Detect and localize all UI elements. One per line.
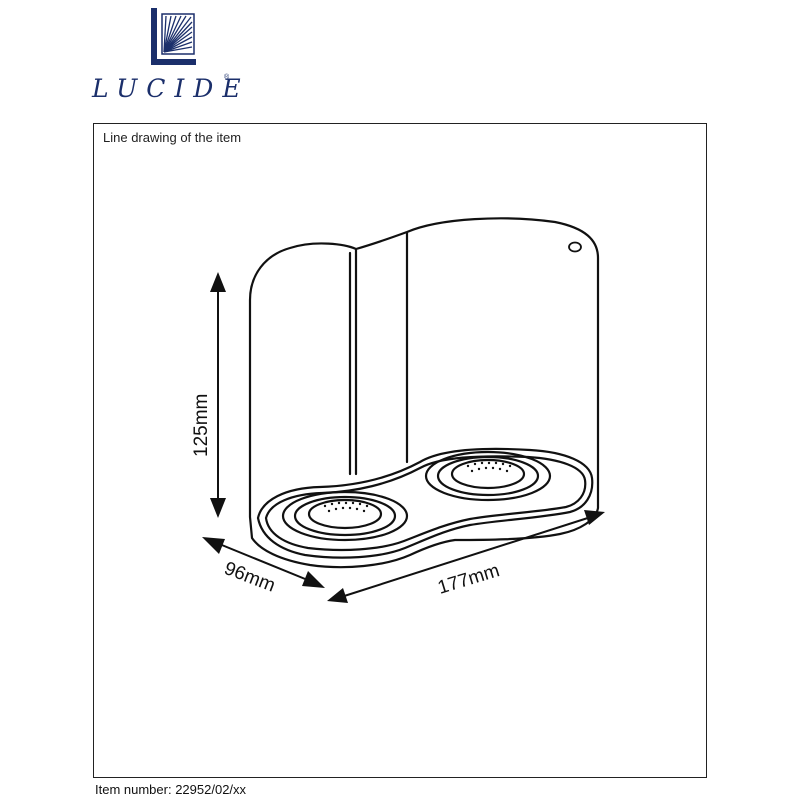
width-dimension-arrow [327, 510, 605, 603]
left-lamp-ring-mid [293, 495, 397, 537]
item-number: Item number: 22952/02/xx [95, 782, 247, 797]
lucide-logo: LUCIDE ® [92, 4, 250, 108]
right-lamp-ring-inner [450, 458, 526, 490]
base-rim [256, 447, 594, 559]
right-lamp-ring-outer [424, 450, 552, 502]
lens-dots-left [323, 501, 369, 513]
height-label: 125mm [191, 394, 212, 457]
frame-label: Line drawing of the item [103, 130, 242, 145]
drawing-frame: Line drawing of the item [93, 123, 707, 778]
screw-hole [568, 241, 582, 253]
depth-dimension-arrow [202, 537, 325, 588]
height-dimension-arrow [210, 272, 226, 518]
fixture-outline [248, 217, 600, 569]
left-lamp-ring-inner [307, 498, 383, 530]
right-lamp-ring-mid [436, 455, 540, 497]
lucide-wordmark: LUCIDE [92, 74, 250, 103]
base-rim-inner [264, 455, 587, 552]
left-lamp-ring-outer [281, 490, 409, 542]
lens-dots-right [466, 461, 512, 473]
registered-mark: ® [224, 74, 230, 81]
width-label: 177mm [435, 560, 502, 599]
lucide-logo-mark [151, 8, 196, 65]
